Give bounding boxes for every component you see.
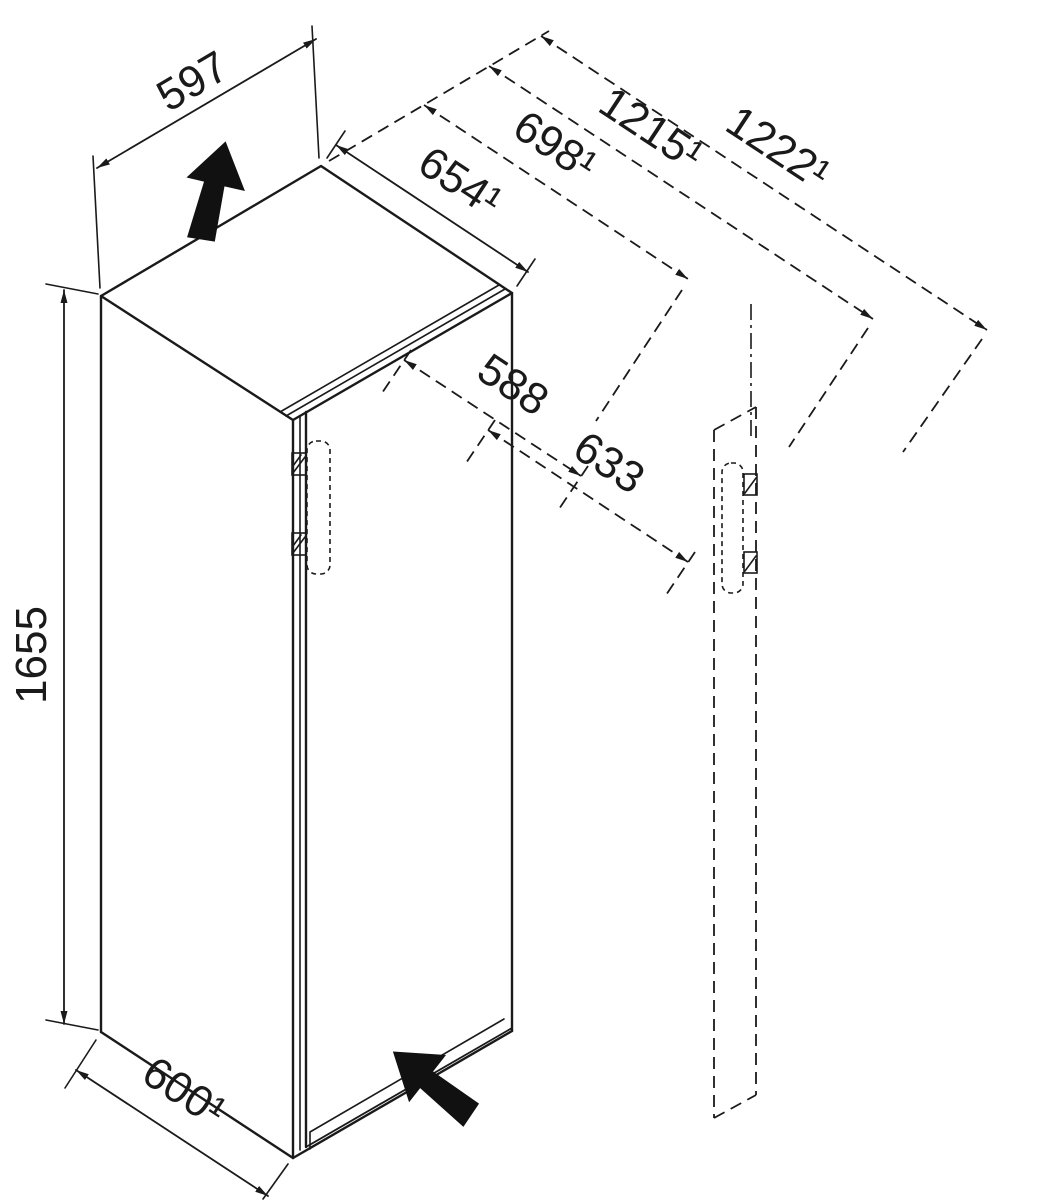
dim-line-600	[75, 1069, 269, 1197]
dim-label-588: 588	[469, 344, 557, 425]
ext-line	[45, 1019, 99, 1031]
dim-label-698: 698¹	[505, 101, 606, 190]
hinge-clip-top-hatch	[292, 454, 306, 474]
dim-line-1222	[540, 35, 988, 331]
dimension-wall-depth: 633	[465, 419, 696, 596]
dim-label-654: 654¹	[410, 137, 511, 226]
ext-line	[92, 155, 101, 289]
dimension-width: 597	[92, 25, 320, 289]
ext-line	[902, 338, 983, 453]
ext-line	[665, 551, 696, 596]
dim-label-633: 633	[565, 422, 653, 503]
ext-line	[465, 419, 496, 464]
dim-label-597: 597	[149, 42, 237, 122]
handle-outline-closed	[306, 440, 331, 575]
dimension-body-depth: 588	[381, 344, 589, 510]
dimension-height: 1655	[7, 283, 99, 1031]
hinge-clip-bottom-closed	[291, 532, 307, 556]
dimension-depth-bottom: 600¹	[64, 1039, 289, 1200]
open-door-bottom-edge	[713, 1094, 757, 1119]
handle-outline-open	[721, 462, 744, 594]
hinge-clip-bottom-open-hatch	[744, 555, 757, 572]
ext-line	[516, 258, 536, 287]
ext-line	[381, 349, 412, 394]
door-top-strip-line-1	[285, 288, 506, 417]
dim-label-1655: 1655	[7, 606, 56, 704]
hinge-clip-bottom-hatch	[292, 534, 306, 554]
ext-line	[311, 25, 320, 159]
dimension-depth-top: 654¹	[326, 130, 536, 287]
direction-arrow-top-icon	[186, 141, 245, 242]
ext-line	[595, 289, 683, 422]
dim-line-597	[96, 38, 317, 169]
hinge-clip-top-closed	[291, 452, 307, 476]
dim-label-600: 600¹	[134, 1047, 235, 1136]
direction-arrow-bottom-icon	[392, 1051, 480, 1127]
ext-line	[788, 327, 869, 448]
hinge-clip-top-open-hatch	[744, 477, 757, 494]
open-door-panel	[713, 304, 758, 1119]
dim-label-1215: 1215¹	[591, 77, 712, 180]
hinge-clip-bottom-open	[743, 551, 758, 574]
hinge-clip-top-open	[743, 473, 758, 496]
direction-arrows	[186, 141, 480, 1127]
ext-line	[45, 283, 99, 295]
cabinet-bottom-front-edge	[291, 1029, 514, 1160]
ext-line	[262, 1163, 289, 1200]
open-door-top-edge	[713, 406, 757, 431]
dim-label-1222: 1222¹	[718, 96, 839, 199]
dim-line-633	[487, 429, 689, 563]
cabinet-body	[99, 164, 514, 1160]
ext-line	[64, 1039, 97, 1089]
door-top-strip-line-2	[279, 284, 500, 413]
handle-detail-closed	[291, 440, 331, 575]
back-plane-extension-line	[328, 30, 550, 162]
